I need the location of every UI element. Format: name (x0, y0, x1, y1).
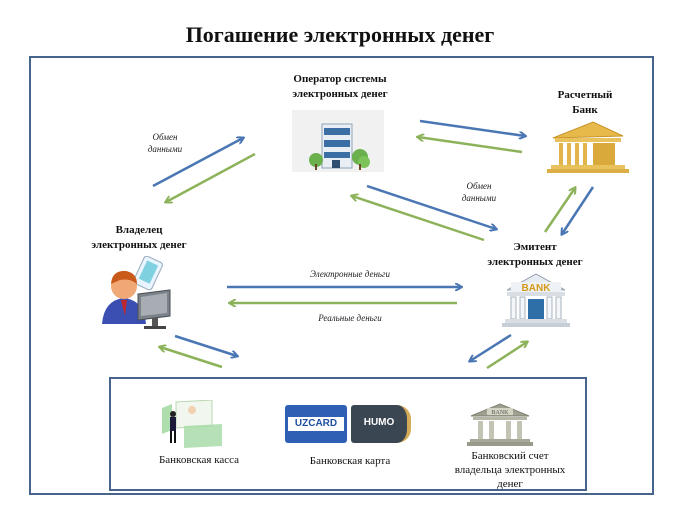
operator-label: Оператор системы электронных денег (270, 72, 410, 102)
uzcard-text: UZCARD (288, 417, 344, 431)
edge-label-real-money: Реальные деньги (318, 313, 382, 323)
account-label: Банковский счет владельца электронных де… (440, 449, 580, 491)
owner-label-line2: электронных денег (91, 239, 187, 251)
humo-logo: HUMO (351, 405, 411, 443)
edge-label-electronic-money: Электронные деньги (309, 269, 391, 279)
humo-text: HUMO (363, 417, 395, 428)
edge-label-operator-issuer-line1: Обмен (466, 181, 492, 191)
settlement-bank-label: Расчетный Банк (540, 88, 630, 118)
user-computer-phone-icon (102, 256, 171, 329)
operator-label-line1: Оператор системы (293, 73, 387, 85)
settlement-bank-label-line1: Расчетный (557, 89, 613, 101)
arrow-channels-to-issuer (486, 342, 527, 370)
arrow-channels-to-owner (160, 347, 223, 369)
operator-label-line2: электронных денег (292, 88, 388, 100)
bank-teller-icon (162, 400, 222, 448)
arrow-operator-to-owner (166, 152, 256, 202)
payment-channels-frame (109, 377, 587, 491)
edge-label-operator-issuer: Обмен данными (444, 180, 514, 204)
bank-building-icon: BANK (502, 273, 570, 327)
arrow-operator-to-settlement-bank (419, 119, 525, 136)
account-label-line1: Банковский счет (471, 450, 549, 462)
arrow-settlement-bank-to-issuer (562, 186, 595, 234)
edge-label-operator-issuer-line2: данными (461, 193, 497, 203)
arrow-issuer-to-settlement-bank (543, 188, 575, 233)
arrow-issuer-to-operator (352, 196, 485, 242)
svg-text:BANK: BANK (522, 283, 552, 294)
account-label-line2: владельца электронных (454, 464, 566, 476)
edge-label-owner-operator: Обмен данными (130, 131, 200, 155)
issuer-label-line2: электронных денег (487, 256, 583, 268)
account-label-line3: денег (497, 478, 523, 490)
cashdesk-label: Банковская касса (158, 454, 240, 466)
edge-label-owner-operator-line2: данными (147, 144, 183, 154)
arrow-operator-to-issuer (366, 184, 496, 229)
uzcard-logo: UZCARD (285, 405, 347, 443)
arrow-settlement-bank-to-operator (418, 137, 523, 154)
issuer-label-line1: Эмитент (513, 241, 557, 253)
settlement-bank-label-line2: Банк (572, 104, 598, 116)
arrow-owner-to-channels (174, 334, 237, 356)
owner-label: Владелец электронных денег (74, 223, 204, 253)
svg-text:BANK: BANK (491, 410, 509, 416)
bank-account-icon: BANK (467, 403, 533, 446)
edge-label-owner-operator-line1: Обмен (152, 132, 178, 142)
arrow-owner-to-operator (152, 138, 243, 188)
owner-label-line1: Владелец (115, 224, 163, 236)
outer-frame (29, 56, 654, 495)
card-label: Банковская карта (309, 455, 391, 467)
issuer-label: Эмитент электронных денег (470, 240, 600, 270)
diagram-title: Погашение электронных денег (185, 22, 495, 47)
arrow-issuer-to-channels (470, 333, 512, 361)
gold-bank-icon (547, 121, 629, 173)
office-building-icon (292, 110, 384, 172)
